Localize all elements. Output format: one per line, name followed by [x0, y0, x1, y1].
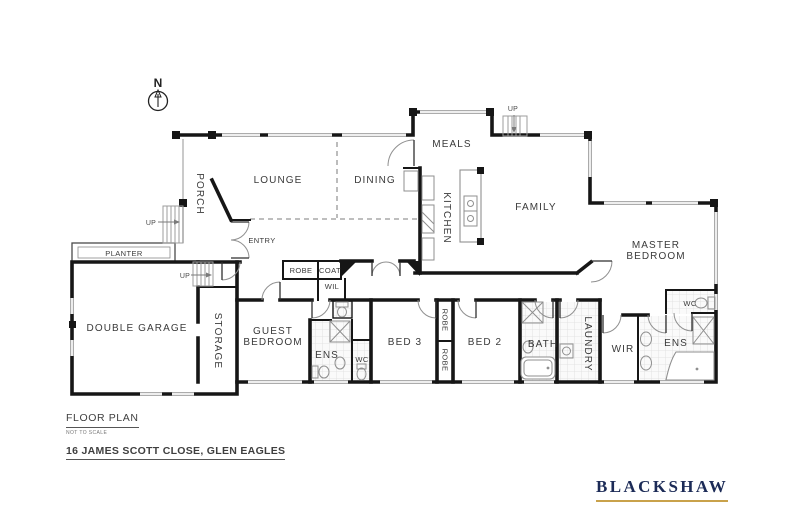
plan-title: FLOOR PLAN	[66, 412, 139, 428]
entry-stairs	[191, 261, 214, 287]
robe-hall-label: ROBE	[290, 266, 313, 275]
agency-logo-text: BLACKSHAW	[596, 477, 729, 502]
agency-brand: BLACKSHAW	[596, 477, 729, 502]
laundry-label: LAUNDRY	[582, 316, 593, 371]
bed2-label: BED 2	[468, 337, 502, 348]
porch-label: PORCH	[194, 173, 205, 215]
wir-label: WIR	[612, 344, 635, 355]
guest-bedroom-label-line2: BEDROOM	[243, 337, 302, 348]
master-wc-label: WC	[683, 299, 696, 308]
master-bedroom-label-line2: BEDROOM	[626, 251, 685, 262]
wall-posts	[69, 108, 718, 328]
bath-label: BATH	[528, 339, 558, 350]
porch-and-planter	[71, 134, 210, 263]
doors	[221, 139, 693, 334]
up-label-entry: UP	[180, 273, 190, 280]
family-label: FAMILY	[515, 202, 556, 213]
robe-upper-label: ROBE	[441, 309, 450, 332]
scale-note: NOT TO SCALE	[66, 430, 108, 436]
coat-label: COAT	[319, 266, 341, 275]
double-garage-label: DOUBLE GARAGE	[87, 323, 188, 334]
bathroom-fixtures	[311, 296, 716, 381]
guest-wc-label: WC	[355, 355, 368, 364]
planter-label: PLANTER	[105, 249, 143, 258]
master-bedroom-label-line1: MASTER	[632, 240, 680, 251]
bed3-label: BED 3	[388, 337, 422, 348]
property-address: 16 JAMES SCOTT CLOSE, GLEN EAGLES	[66, 445, 286, 460]
master-ensuite-label: ENS	[664, 338, 688, 349]
wil-label: WIL	[325, 282, 340, 291]
guest-bedroom-label-line1: GUEST	[253, 326, 293, 337]
storage-label: STORAGE	[212, 313, 223, 369]
dashed-separations	[250, 142, 418, 220]
north-label: N	[154, 76, 163, 90]
plan-footer: FLOOR PLAN NOT TO SCALE 16 JAMES SCOTT C…	[66, 408, 286, 460]
windows	[70, 110, 718, 396]
meals-stairs	[502, 115, 528, 137]
robe-lower-label: ROBE	[441, 349, 450, 372]
dining-label: DINING	[354, 175, 396, 186]
meals-label: MEALS	[432, 139, 471, 150]
up-label-meals: UP	[508, 106, 518, 113]
kitchen-fittings	[403, 167, 484, 261]
entry-label: ENTRY	[248, 236, 275, 245]
up-label-porch: UP	[146, 220, 156, 227]
north-compass: N	[147, 76, 169, 112]
room-labels: LOUNGE DINING MEALS FAMILY ENTRY PORCH K…	[87, 106, 697, 372]
porch-stairs	[158, 205, 184, 244]
guest-ensuite-label: ENS	[315, 350, 339, 361]
kitchen-label: KITCHEN	[441, 192, 452, 244]
lounge-label: LOUNGE	[254, 175, 303, 186]
